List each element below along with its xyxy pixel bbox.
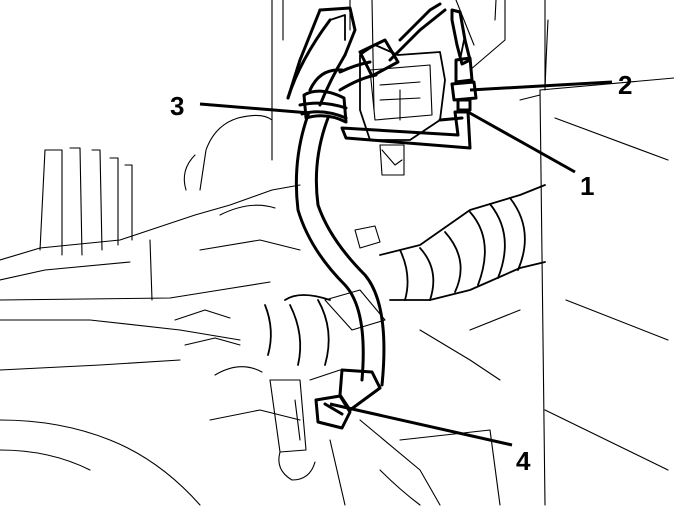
upper-component bbox=[359, 44, 446, 176]
callout-3: 3 bbox=[170, 91, 184, 121]
leader-line-2 bbox=[469, 80, 613, 92]
leader-line-1 bbox=[467, 110, 576, 174]
leader-lines bbox=[199, 80, 613, 447]
lower-suspension bbox=[0, 309, 521, 506]
upper-hoses bbox=[286, 2, 447, 107]
main-hose bbox=[294, 89, 386, 387]
transmission-housing bbox=[0, 114, 301, 376]
body-panel-lines bbox=[271, 0, 674, 506]
lower-clamp bbox=[314, 368, 382, 430]
leader-line-3 bbox=[199, 102, 311, 115]
callout-2: 2 bbox=[618, 70, 632, 100]
callout-4: 4 bbox=[516, 446, 531, 476]
leader-line-4 bbox=[329, 402, 513, 447]
callout-1: 1 bbox=[580, 171, 594, 201]
drive-shaft-boot bbox=[264, 184, 546, 366]
